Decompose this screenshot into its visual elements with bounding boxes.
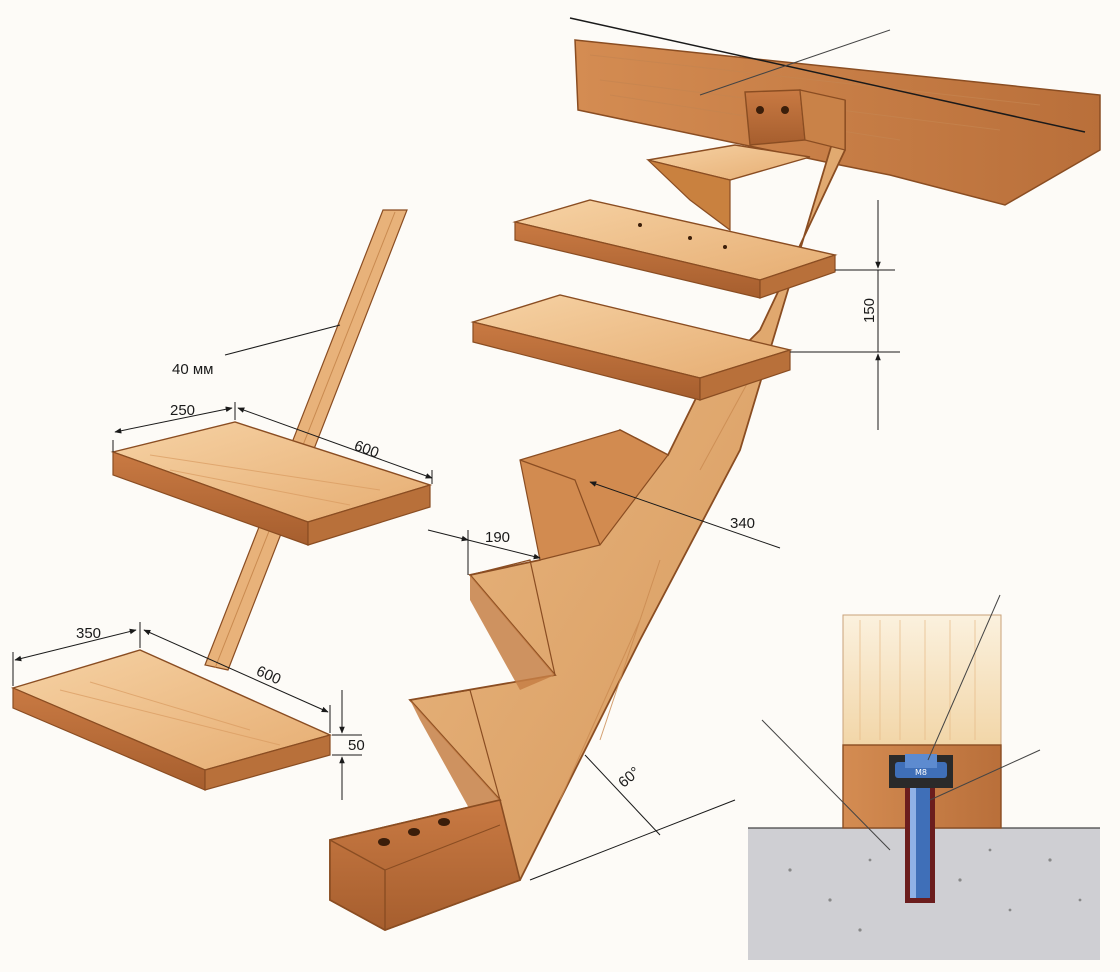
dimension-lines xyxy=(12,200,900,881)
small-tread-depth-label: 250 xyxy=(170,402,196,419)
svg-text:M8: M8 xyxy=(915,768,927,777)
step-rise-label: 150 xyxy=(861,297,879,324)
notch-depth-label: 190 xyxy=(485,529,511,546)
stringer-depth-label: 340 xyxy=(730,515,756,532)
tread-thickness-label: 50 xyxy=(348,737,365,754)
stringer xyxy=(329,89,846,931)
tread-upper xyxy=(512,199,838,299)
tread-top xyxy=(645,144,811,232)
tread-middle xyxy=(470,294,793,401)
small-tread xyxy=(110,421,433,546)
rod-thickness-label: 40 мм xyxy=(172,361,214,378)
large-tread-depth-label: 350 xyxy=(76,625,102,642)
large-tread xyxy=(10,649,333,791)
anchor-detail: M8 xyxy=(748,594,1100,960)
